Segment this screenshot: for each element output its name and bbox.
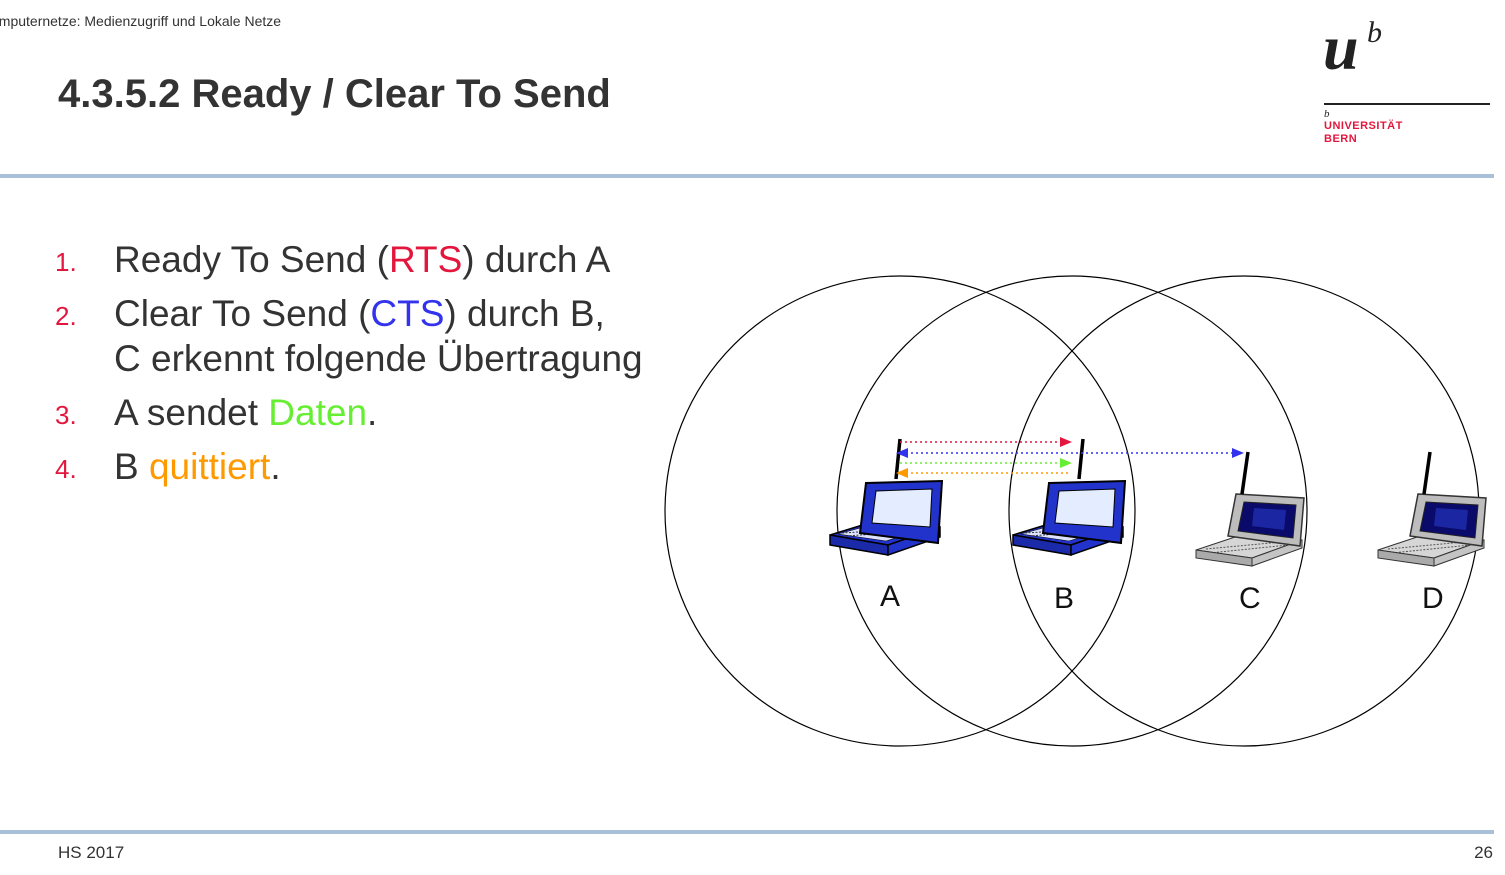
node-label-b: B <box>1054 582 1074 615</box>
slide-title: 4.3.5.2 Ready / Clear To Send <box>58 72 611 116</box>
ack-arrow <box>896 468 1068 478</box>
logo-small-b: b <box>1324 108 1330 120</box>
range-circle-a <box>664 275 1136 747</box>
page-number: 26 <box>1474 843 1493 862</box>
node-label-a: A <box>880 580 900 613</box>
step-number: 1. <box>55 247 77 277</box>
logo-rule <box>1324 103 1490 105</box>
step-number: 4. <box>55 454 77 484</box>
step-highlight-quittiert: quittiert <box>148 446 271 487</box>
step-item: 1. Ready To Send (RTS) durch A <box>55 237 675 282</box>
step-text: A sendet <box>114 392 269 433</box>
node-label-c: C <box>1239 582 1261 615</box>
step-highlight-rts: RTS <box>388 239 463 280</box>
footer-divider <box>0 830 1494 834</box>
step-text-end: . <box>367 392 378 433</box>
laptop-a-icon <box>828 437 944 557</box>
rts-arrow <box>900 437 1072 447</box>
step-highlight-daten: Daten <box>268 392 368 433</box>
step-text-end: . <box>270 446 281 487</box>
laptop-d-icon <box>1376 450 1488 568</box>
step-item: 4. B quittiert. <box>55 444 675 489</box>
step-text-end: ) durch A <box>462 239 611 280</box>
header-divider <box>0 174 1494 178</box>
step-text: Ready To Send ( <box>114 239 389 280</box>
range-circle-c <box>1008 275 1480 747</box>
cts-arrow <box>896 448 1244 458</box>
laptop-b-icon <box>1011 437 1127 557</box>
laptop-c-icon <box>1194 450 1306 568</box>
logo-mark-u: u <box>1323 12 1359 83</box>
step-text-end: ) durch B, <box>444 293 605 334</box>
step-item: 3. A sendet Daten. <box>55 390 675 435</box>
step-text: Clear To Send ( <box>114 293 371 334</box>
step-highlight-cts: CTS <box>370 293 445 334</box>
message-arrows <box>896 437 1244 478</box>
university-logo: u b b UNIVERSITÄT BERN <box>1322 10 1492 150</box>
logo-bern: BERN <box>1324 133 1358 145</box>
logo-mark-b: b <box>1367 16 1382 49</box>
step-text-line2: C erkennt folgende Übertragung <box>114 338 643 379</box>
range-circle-b <box>836 275 1308 747</box>
steps-list: 1. Ready To Send (RTS) durch A 2. Clear … <box>55 237 675 498</box>
data-arrow <box>900 458 1072 468</box>
footer-semester: HS 2017 <box>58 843 125 862</box>
step-number: 2. <box>55 301 77 331</box>
node-label-d: D <box>1422 582 1444 615</box>
step-text: B <box>114 446 149 487</box>
step-number: 3. <box>55 400 77 430</box>
step-item: 2. Clear To Send (CTS) durch B, C erkenn… <box>55 291 675 381</box>
logo-universitaet: UNIVERSITÄT <box>1324 120 1403 132</box>
header-caption: omputernetze: Medienzugriff und Lokale N… <box>0 13 282 29</box>
